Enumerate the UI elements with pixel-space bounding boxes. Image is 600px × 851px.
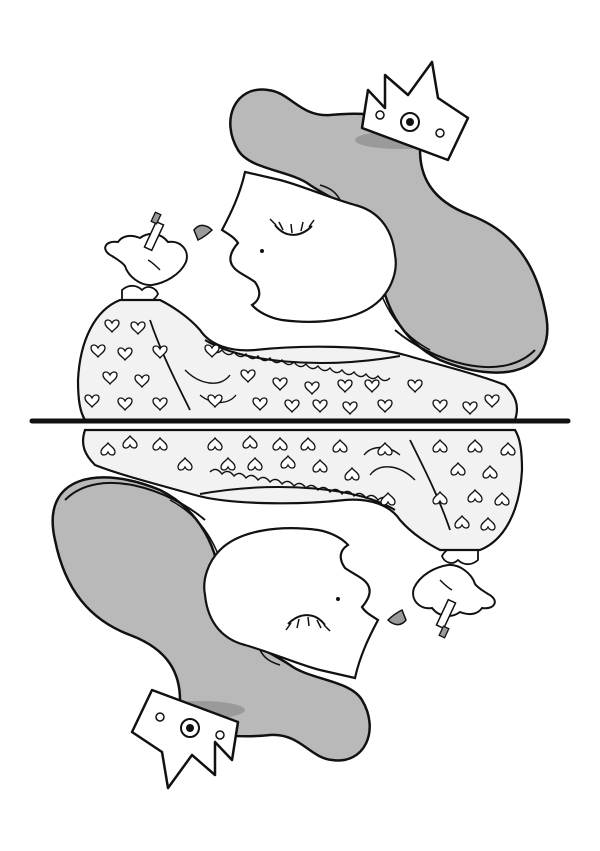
queen-top-half — [78, 62, 547, 420]
queen-bottom-half — [53, 430, 522, 788]
